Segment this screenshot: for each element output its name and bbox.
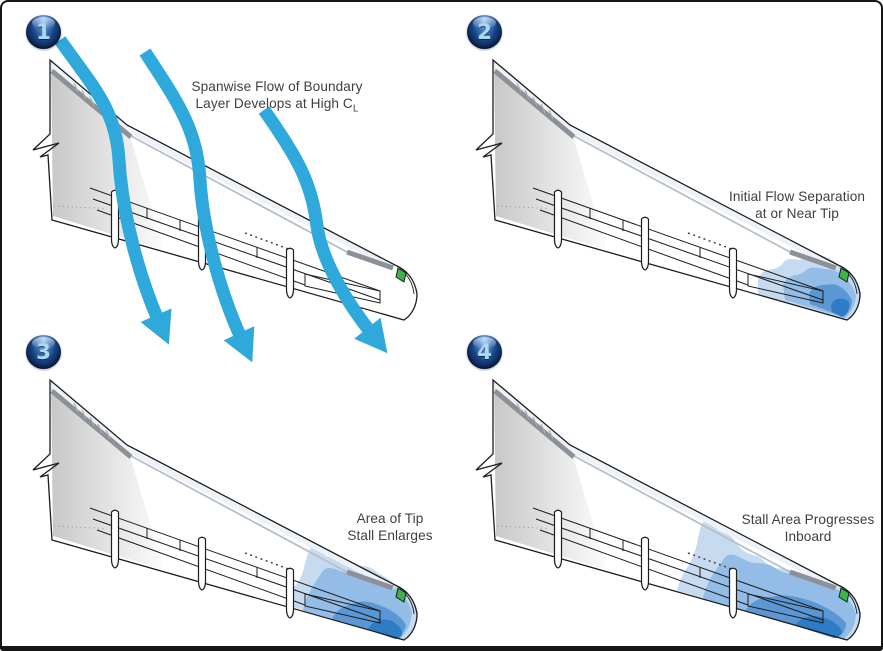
step-badge-4: 4: [467, 335, 502, 369]
badge-number-3: 3: [36, 339, 51, 364]
caption-step-3: Area of Tip Stall Enlarges: [320, 510, 460, 544]
caption-step-2-line-2: at or Near Tip: [755, 206, 839, 221]
caption-step-4-line-1: Stall Area Progresses: [741, 512, 875, 527]
caption-step-2: Initial Flow Separation at or Near Tip: [702, 188, 881, 222]
caption-step-1-line-2: Layer Develops at High C: [195, 96, 353, 111]
badge-number-2: 2: [477, 19, 492, 44]
caption-step-2-line-1: Initial Flow Separation: [728, 189, 866, 204]
caption-step-1: Spanwise Flow of Boundary Layer Develops…: [152, 78, 402, 118]
wing-diagram-2: [445, 2, 883, 370]
wing-diagram-3: [2, 322, 442, 651]
caption-step-3-line-1: Area of Tip: [356, 511, 424, 526]
wing-diagram-4: [445, 322, 883, 651]
badge-number-1: 1: [36, 19, 51, 44]
spanwise-flow-arrows: [54, 36, 388, 363]
caption-step-3-line-2: Stall Enlarges: [347, 528, 433, 543]
step-badge-3: 3: [26, 335, 61, 369]
caption-step-4: Stall Area Progresses Inboard: [702, 511, 881, 545]
caption-step-4-line-2: Inboard: [784, 529, 832, 544]
caption-step-1-subscript: L: [352, 103, 359, 115]
flow-arrow-2: [139, 48, 255, 363]
flow-arrow-3: [258, 106, 388, 354]
flow-arrow-1: [54, 36, 172, 345]
wing-diagram-1: [2, 36, 442, 363]
step-badge-2: 2: [467, 15, 502, 49]
step-badge-1: 1: [26, 15, 61, 49]
caption-step-1-line-1: Spanwise Flow of Boundary: [191, 79, 363, 94]
badge-number-4: 4: [477, 339, 492, 364]
